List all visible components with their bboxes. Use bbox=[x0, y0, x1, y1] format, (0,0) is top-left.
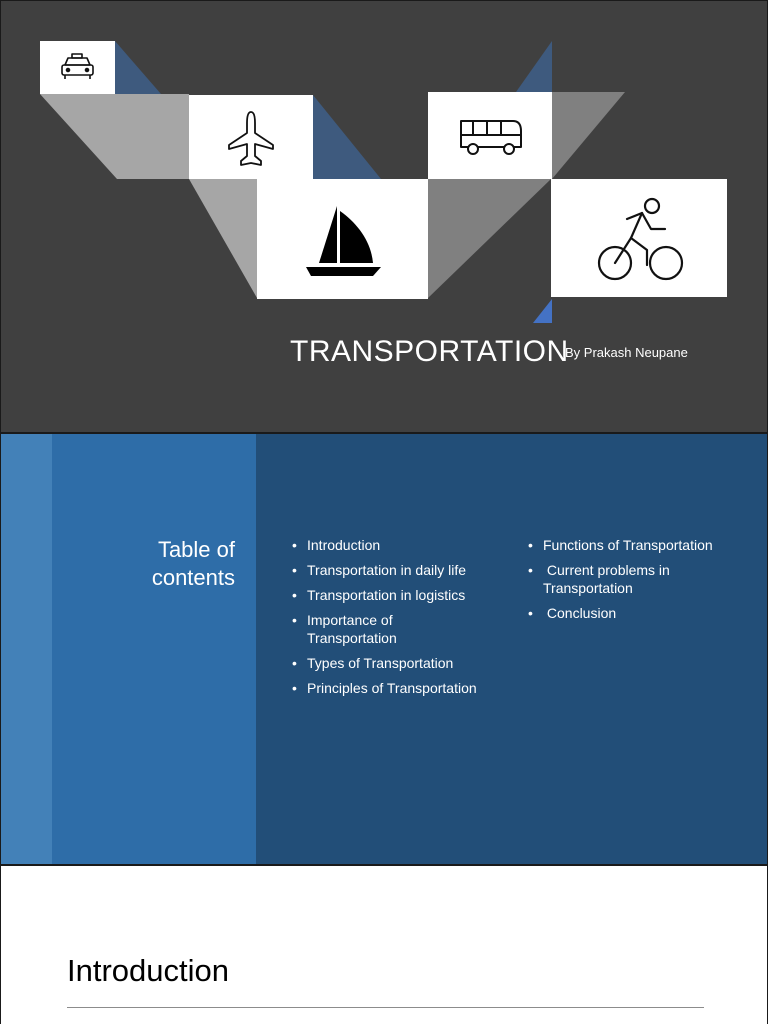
decor-dark-grey-shape bbox=[552, 92, 625, 179]
toc-slide: Table of contents Introduction Transport… bbox=[1, 434, 767, 864]
decor-band-mid bbox=[52, 434, 256, 864]
decor-blue-triangle bbox=[115, 41, 161, 94]
bicycle-icon bbox=[597, 197, 684, 281]
bicycle-tile bbox=[551, 179, 727, 297]
toc-title: Table of contents bbox=[151, 537, 235, 590]
toc-item: Functions of Transportation bbox=[528, 536, 748, 554]
sailboat-icon bbox=[306, 206, 381, 276]
bus-icon bbox=[460, 120, 522, 155]
title-artwork bbox=[40, 41, 727, 323]
introduction-slide: Introduction bbox=[1, 866, 767, 1024]
toc-item: Types of Transportation bbox=[292, 654, 507, 672]
decor-band-light bbox=[1, 434, 52, 864]
taxi-icon bbox=[61, 53, 94, 79]
toc-item: Importance of Transportation bbox=[292, 611, 417, 647]
airplane-icon bbox=[228, 111, 274, 166]
decor-blue-triangle bbox=[313, 95, 381, 179]
section-heading: Introduction bbox=[67, 953, 229, 988]
toc-item: Transportation in daily life bbox=[292, 561, 507, 579]
toc-list-column-2: Functions of Transportation Current prob… bbox=[528, 536, 748, 629]
presentation-title: TRANSPORTATION bbox=[290, 335, 569, 368]
toc-item: Principles of Transportation bbox=[292, 679, 507, 697]
toc-item: Transportation in logistics bbox=[292, 586, 507, 604]
author-byline: By Prakash Neupane bbox=[565, 345, 688, 360]
toc-item: Current problems in Transportation bbox=[528, 561, 693, 597]
airplane-tile bbox=[189, 95, 313, 179]
decor-blue-triangle bbox=[516, 41, 552, 92]
toc-item: Introduction bbox=[292, 536, 507, 554]
decor-accent-triangle bbox=[533, 299, 552, 323]
heading-divider bbox=[67, 1007, 704, 1008]
decor-grey-shape bbox=[189, 179, 257, 298]
taxi-tile bbox=[40, 41, 115, 94]
toc-item: Conclusion bbox=[528, 604, 748, 622]
decor-dark-grey-shape bbox=[428, 179, 551, 298]
toc-list-column-1: Introduction Transportation in daily lif… bbox=[292, 536, 507, 704]
decor-grey-shape bbox=[40, 94, 189, 179]
title-slide: TRANSPORTATION By Prakash Neupane bbox=[1, 1, 767, 432]
